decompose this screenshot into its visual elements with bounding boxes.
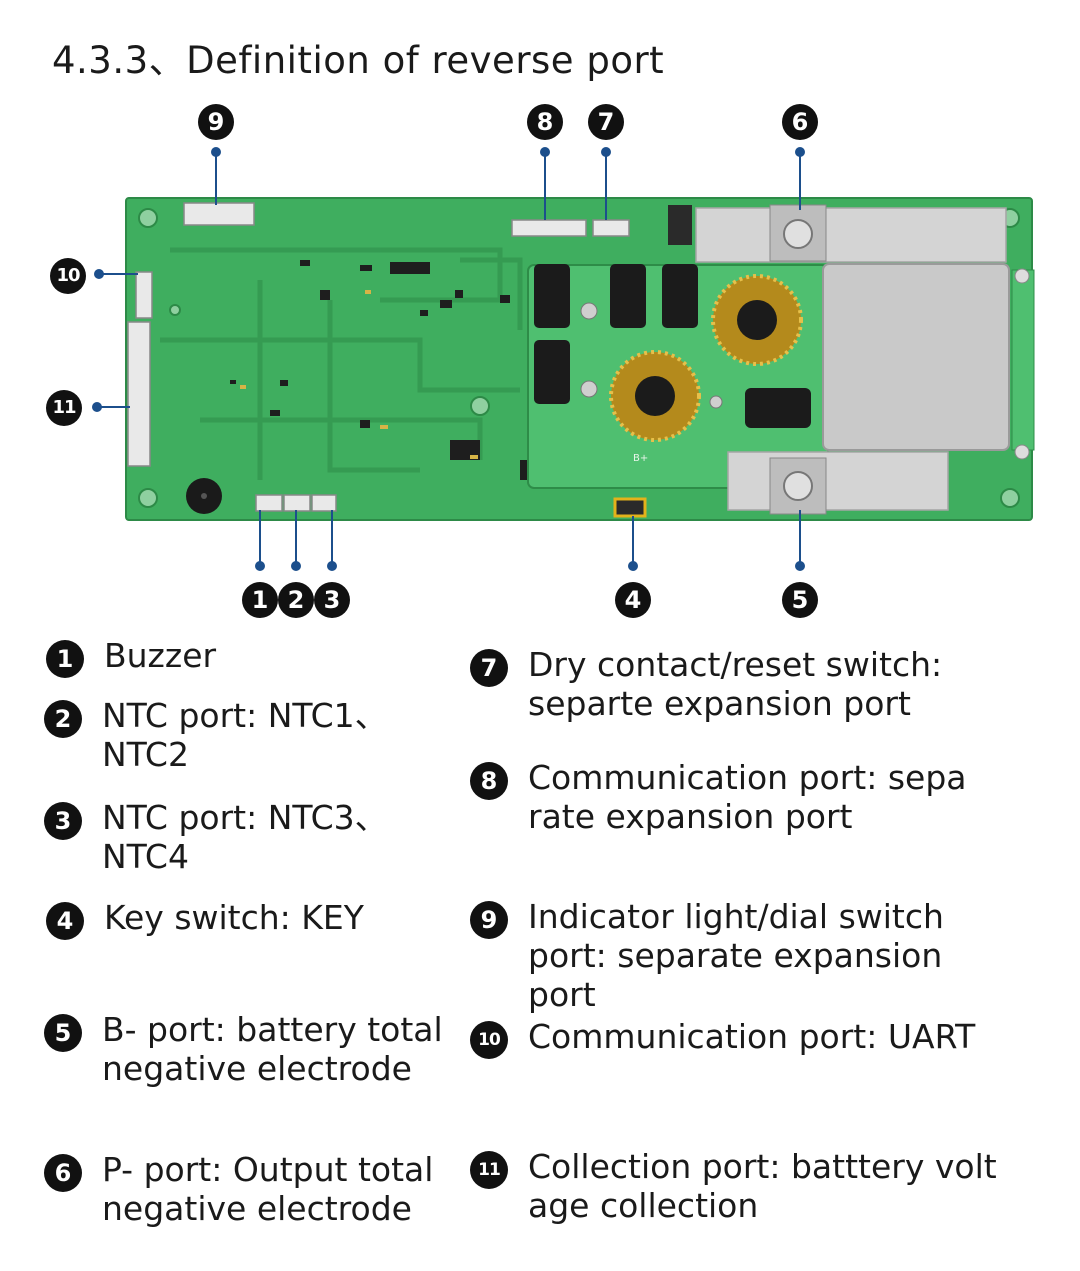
connector-11 [127, 321, 151, 467]
legend-text-2: NTC port: NTC1、NTC2 [102, 696, 388, 774]
legend-number-1: 1 [46, 640, 84, 678]
leader-lines [92, 147, 805, 571]
legend-number-2: 2 [44, 700, 82, 738]
legend-text-3: NTC port: NTC3、NTC4 [102, 798, 388, 876]
ntc-connector-1 [255, 494, 283, 512]
marker-9: 9 [198, 104, 234, 140]
connector-7 [592, 219, 630, 237]
legend-number-9: 9 [470, 901, 508, 939]
heatsink-plate [822, 263, 1010, 451]
ntc-connector-3 [311, 494, 337, 512]
right-edge-connector [1011, 269, 1035, 451]
connector-10 [135, 271, 153, 319]
legend-number-11: 11 [470, 1151, 508, 1189]
legend-text-4: Key switch: KEY [104, 898, 364, 937]
connector-9 [183, 202, 255, 226]
smd-caps [240, 290, 478, 459]
busbar-p-minus [695, 207, 1007, 263]
legend-number-5: 5 [44, 1014, 82, 1052]
pcb-diagram: B+ [92, 147, 1035, 571]
marker-11: 11 [46, 390, 82, 426]
marker-2: 2 [278, 582, 314, 618]
legend-text-7: Dry contact/reset switch:separte expansi… [528, 645, 943, 723]
legend-number-8: 8 [470, 762, 508, 800]
page-title: 4.3.3、Definition of reverse port [52, 39, 665, 82]
toroid-inductor-2 [711, 274, 803, 366]
capacitors [534, 264, 811, 428]
legend-number-4: 4 [46, 902, 84, 940]
mounting-holes [138, 208, 1020, 508]
b-plus-silk: B+ [633, 453, 648, 464]
connector-8 [511, 219, 587, 237]
legend-number-6: 6 [44, 1154, 82, 1192]
legend-number-7: 7 [470, 649, 508, 687]
legend-text-10: Communication port: UART [528, 1017, 976, 1056]
terminal-5 [769, 457, 827, 515]
marker-3: 3 [314, 582, 350, 618]
marker-10: 10 [50, 258, 86, 294]
busbar-b-minus [727, 451, 949, 511]
key-switch [613, 497, 647, 518]
marker-8: 8 [527, 104, 563, 140]
terminal-6 [769, 204, 827, 262]
legend-number-3: 3 [44, 802, 82, 840]
toroid-inductor-1 [609, 350, 701, 442]
marker-7: 7 [588, 104, 624, 140]
marker-6: 6 [782, 104, 818, 140]
ntc-connector-2 [283, 494, 311, 512]
marker-4: 4 [615, 582, 651, 618]
marker-5: 5 [782, 582, 818, 618]
legend-number-10: 10 [470, 1021, 508, 1059]
relay-block [668, 205, 692, 245]
marker-1: 1 [242, 582, 278, 618]
legend-text-1: Buzzer [104, 636, 217, 675]
